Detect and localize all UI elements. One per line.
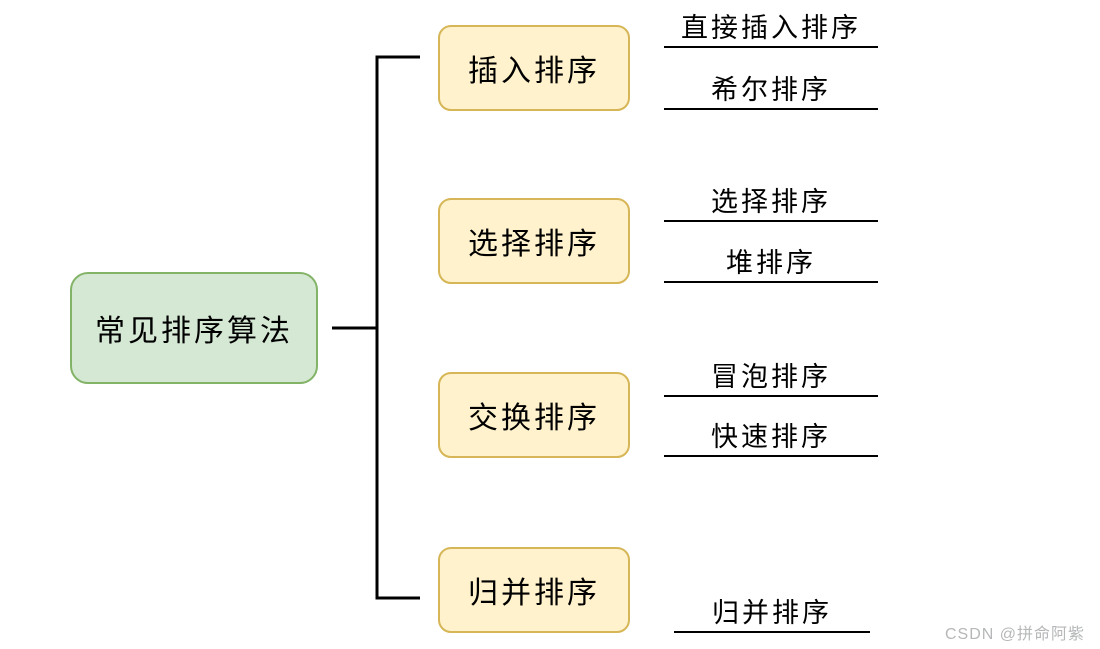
leaf-node-label: 希尔排序 — [711, 74, 831, 105]
branch-trunk-line — [375, 55, 420, 600]
csdn-watermark: CSDN @拼命阿紫 — [945, 626, 1086, 643]
leaf-node-label: 堆排序 — [726, 247, 816, 278]
branch-node-label: 交换排序 — [468, 402, 600, 435]
leaf-node-shell-sort: 希尔排序 — [664, 66, 878, 110]
leaf-node-bubble-sort: 冒泡排序 — [664, 353, 878, 397]
leaf-node-label: 直接插入排序 — [681, 12, 861, 43]
branch-node-label: 归并排序 — [468, 577, 600, 610]
branch-node-merge-sort: 归并排序 — [438, 547, 630, 633]
leaf-node-label: 冒泡排序 — [711, 361, 831, 392]
leaf-node-heap-sort: 堆排序 — [664, 239, 878, 283]
branch-node-insertion-sort: 插入排序 — [438, 25, 630, 111]
leaf-node-label: 选择排序 — [711, 186, 831, 217]
branch-node-label: 插入排序 — [468, 55, 600, 88]
leaf-node-label: 归并排序 — [712, 597, 832, 628]
leaf-node-label: 快速排序 — [711, 421, 831, 452]
root-node: 常见排序算法 — [70, 272, 318, 384]
leaf-node-quick-sort: 快速排序 — [664, 413, 878, 457]
root-node-label: 常见排序算法 — [95, 315, 293, 348]
branch-node-selection-sort: 选择排序 — [438, 198, 630, 284]
leaf-node-merge-sort: 归并排序 — [674, 589, 870, 633]
branch-node-label: 选择排序 — [468, 228, 600, 261]
branch-node-exchange-sort: 交换排序 — [438, 372, 630, 458]
leaf-node-direct-insertion-sort: 直接插入排序 — [664, 4, 878, 48]
leaf-node-selection-sort: 选择排序 — [664, 178, 878, 222]
